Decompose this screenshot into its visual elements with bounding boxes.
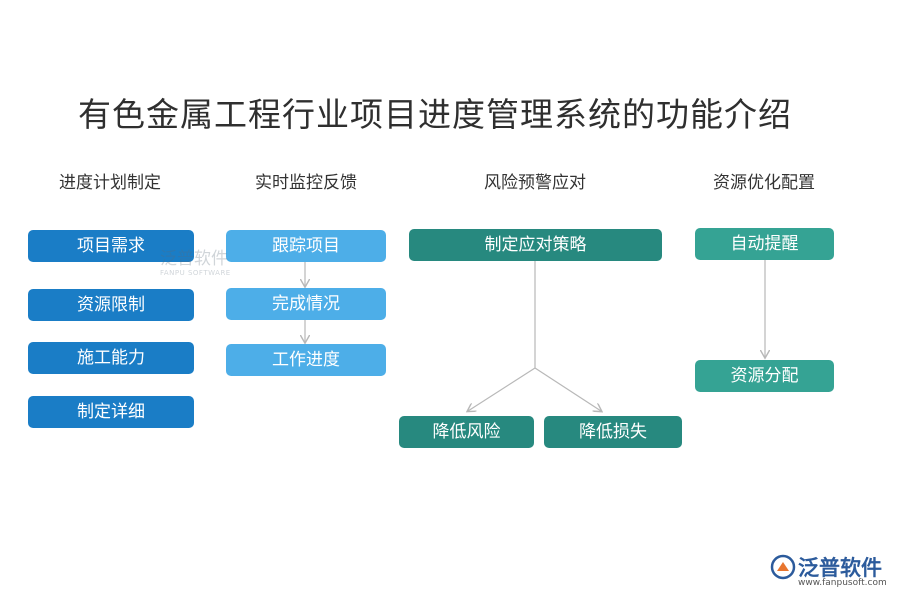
logo-url: www.fanpusoft.com <box>798 578 887 588</box>
fanpu-logo-icon <box>770 554 796 580</box>
node-resource-allocation: 资源分配 <box>695 360 834 392</box>
node-work-progress: 工作进度 <box>226 344 386 376</box>
node-reduce-loss: 降低损失 <box>544 416 682 448</box>
column-heading-risk: 风险预警应对 <box>484 173 586 193</box>
watermark-subtext: FANPU SOFTWARE <box>160 269 231 277</box>
node-track-project: 跟踪项目 <box>226 230 386 262</box>
node-construction-capacity: 施工能力 <box>28 342 194 374</box>
node-reduce-risk: 降低风险 <box>399 416 534 448</box>
brand-logo: 泛普软件 www.fanpusoft.com <box>770 552 890 592</box>
node-response-strategy: 制定应对策略 <box>409 229 662 261</box>
node-detailed-plan: 制定详细 <box>28 396 194 428</box>
watermark: 泛普软件 FANPU SOFTWARE <box>160 244 231 277</box>
column-heading-plan: 进度计划制定 <box>59 173 161 193</box>
node-resource-limits: 资源限制 <box>28 289 194 321</box>
watermark-text: 泛普软件 <box>160 249 228 269</box>
connector-strategy-to-loss <box>534 367 601 411</box>
node-auto-reminder: 自动提醒 <box>695 228 834 260</box>
column-heading-monitor: 实时监控反馈 <box>255 173 357 193</box>
logo-name: 泛普软件 <box>798 556 882 580</box>
connector-strategy-to-risk <box>468 367 536 411</box>
page-title: 有色金属工程行业项目进度管理系统的功能介绍 <box>78 95 792 134</box>
node-completion-status: 完成情况 <box>226 288 386 320</box>
node-project-requirements: 项目需求 <box>28 230 194 262</box>
column-heading-resource: 资源优化配置 <box>713 173 815 193</box>
